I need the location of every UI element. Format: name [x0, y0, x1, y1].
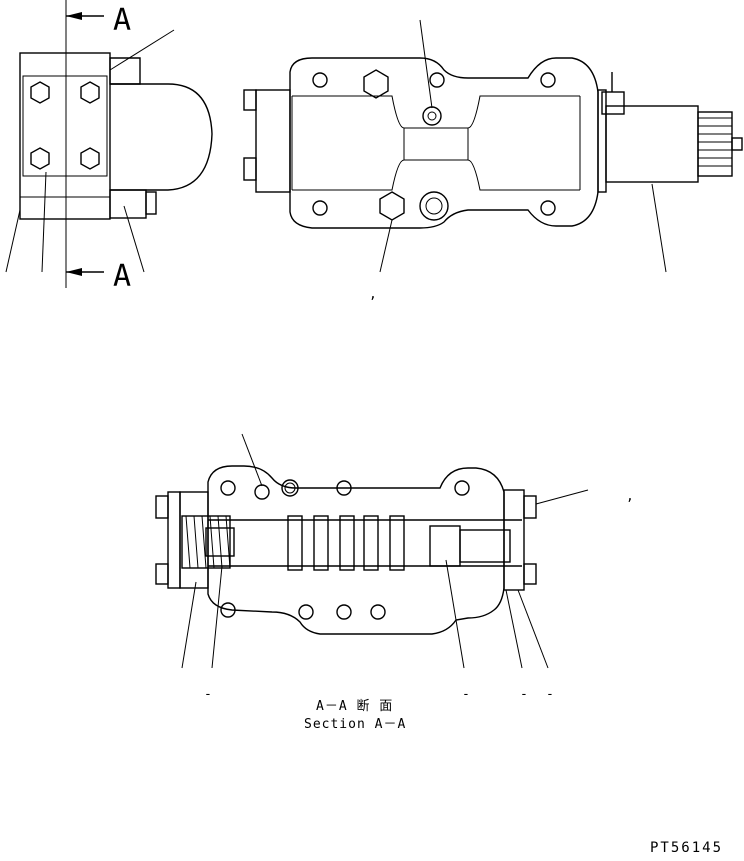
stray-mark: - [462, 687, 471, 702]
arrow-head-top [66, 12, 82, 20]
section-label-top: A [113, 3, 131, 38]
side-cap [110, 83, 213, 191]
drawing-code: PT56145 [650, 840, 723, 856]
spool-land [313, 515, 329, 571]
hex-bolt-icon [30, 81, 50, 104]
arrow-head-bottom [66, 268, 82, 276]
left-end-cap [255, 89, 291, 193]
spool-land [363, 515, 379, 571]
port-icon [422, 106, 442, 126]
bolt-hole-icon [312, 200, 328, 216]
hex-plug-icon [379, 191, 405, 221]
connector [601, 91, 625, 115]
stray-mark: , [626, 489, 635, 504]
stray-mark: - [546, 687, 555, 702]
bolt-hole-icon [540, 72, 556, 88]
spool-land [287, 515, 303, 571]
side-view: A A [5, 0, 213, 294]
solenoid [605, 105, 699, 183]
hex-bolt-icon [80, 147, 100, 170]
section-caption-jp: A－A 断 面 [316, 699, 393, 714]
bolt-hole-icon [540, 200, 556, 216]
section-label-bottom: A [113, 259, 131, 294]
hex-bolt-icon [30, 147, 50, 170]
stray-mark: - [520, 687, 529, 702]
bolt-hole-icon [312, 72, 328, 88]
section-body-outline [207, 465, 505, 635]
stray-mark: - [204, 687, 213, 702]
front-view: , [243, 19, 743, 302]
port-icon [419, 191, 449, 221]
section-a-a-view: , - - - - [155, 433, 635, 702]
spool-land [389, 515, 405, 571]
side-flange [22, 75, 108, 177]
plunger [459, 529, 511, 563]
hex-plug-icon [363, 69, 389, 99]
side-body [19, 52, 111, 220]
spool-land [339, 515, 355, 571]
section-caption-en: Section A－A [304, 717, 406, 732]
hex-bolt-icon [80, 81, 100, 104]
stray-mark: , [369, 287, 378, 302]
